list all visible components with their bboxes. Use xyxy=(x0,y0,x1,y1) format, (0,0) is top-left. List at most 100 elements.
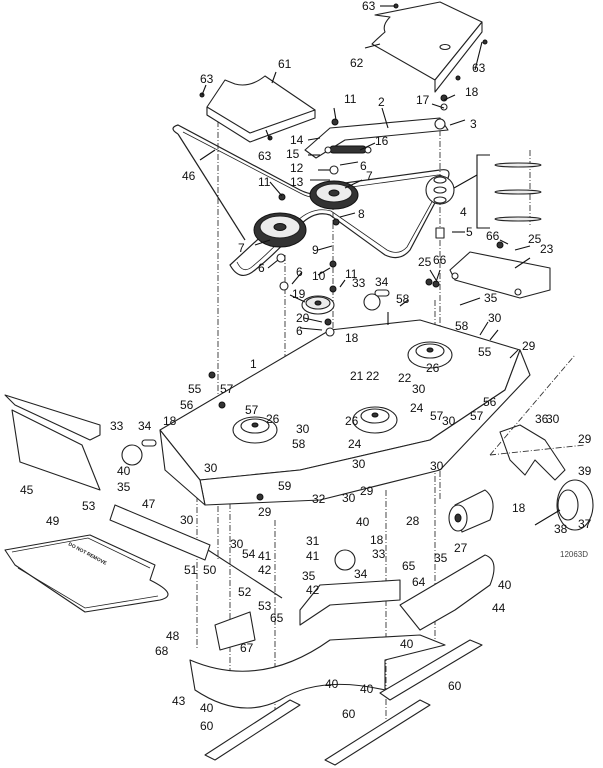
callout-22: 22 xyxy=(398,371,412,385)
callout-6: 6 xyxy=(296,265,303,279)
callout-21: 21 xyxy=(350,369,364,383)
callout-55: 55 xyxy=(188,382,202,396)
bracket-23 xyxy=(449,251,551,299)
callout-39: 39 xyxy=(578,464,592,478)
callout-32: 32 xyxy=(312,492,326,506)
discharge-chute-49: DO NOT REMOVE xyxy=(4,534,169,613)
callout-65: 65 xyxy=(270,611,284,625)
callout-11: 11 xyxy=(345,267,358,281)
callout-40: 40 xyxy=(400,637,414,651)
callout-25: 25 xyxy=(418,255,432,269)
callout-34: 34 xyxy=(375,275,389,289)
callout-30: 30 xyxy=(296,422,310,436)
callout-15: 15 xyxy=(286,147,300,161)
callout-37: 37 xyxy=(578,517,592,531)
leader-lines xyxy=(199,5,531,359)
callout-60: 60 xyxy=(448,679,462,693)
pulley-lower xyxy=(253,212,307,248)
callout-18: 18 xyxy=(163,414,177,428)
discharge-deflector-45 xyxy=(4,394,101,491)
callout-46: 46 xyxy=(182,169,196,183)
belt-cover-left xyxy=(206,75,316,143)
callout-56: 56 xyxy=(180,398,194,412)
callout-30: 30 xyxy=(430,459,444,473)
callout-56: 56 xyxy=(483,395,497,409)
idler-spring xyxy=(324,145,372,154)
callout-3: 3 xyxy=(470,117,477,131)
callout-42: 42 xyxy=(306,583,320,597)
pulley-upper xyxy=(309,180,359,210)
callout-24: 24 xyxy=(410,401,424,415)
callout-6: 6 xyxy=(360,159,367,173)
callout-50: 50 xyxy=(203,563,217,577)
spindle-stack xyxy=(425,154,542,239)
callout-27: 27 xyxy=(454,541,468,555)
callout-28: 28 xyxy=(406,514,420,528)
callout-35: 35 xyxy=(302,569,316,583)
callout-43: 43 xyxy=(172,694,186,708)
blade-left xyxy=(204,699,301,761)
roller-27 xyxy=(448,489,494,533)
callout-66: 66 xyxy=(433,253,447,267)
callout-7: 7 xyxy=(238,241,245,255)
callout-33: 33 xyxy=(110,419,124,433)
callout-61: 61 xyxy=(278,57,292,71)
callout-35: 35 xyxy=(434,551,448,565)
callout-22: 22 xyxy=(366,369,380,383)
callout-2: 2 xyxy=(378,95,385,109)
callout-40: 40 xyxy=(360,682,374,696)
callout-10: 10 xyxy=(312,269,326,283)
anti-scalp-assembly xyxy=(489,354,594,531)
blade-right xyxy=(379,639,483,701)
callout-18: 18 xyxy=(370,533,384,547)
callout-30: 30 xyxy=(488,311,502,325)
callout-64: 64 xyxy=(412,575,426,589)
callout-53: 53 xyxy=(258,599,272,613)
callout-33: 33 xyxy=(352,276,366,290)
hardware-fasteners xyxy=(121,3,504,571)
callout-59: 59 xyxy=(278,479,292,493)
callout-30: 30 xyxy=(230,537,244,551)
callout-40: 40 xyxy=(356,515,370,529)
callout-60: 60 xyxy=(342,707,356,721)
callout-63: 63 xyxy=(258,149,272,163)
callout-4: 4 xyxy=(460,205,467,219)
belt-cover-right xyxy=(371,1,483,93)
callout-26: 26 xyxy=(266,412,280,426)
callout-11: 11 xyxy=(258,175,271,189)
callout-30: 30 xyxy=(546,412,560,426)
callout-29: 29 xyxy=(258,505,272,519)
callout-67: 67 xyxy=(240,641,254,655)
callout-6: 6 xyxy=(296,324,303,338)
callout-13: 13 xyxy=(290,175,304,189)
callout-18: 18 xyxy=(512,501,526,515)
callout-18: 18 xyxy=(345,331,359,345)
callout-52: 52 xyxy=(238,585,252,599)
callout-29: 29 xyxy=(360,484,374,498)
callout-18: 18 xyxy=(465,85,479,99)
callout-8: 8 xyxy=(358,207,365,221)
callout-58: 58 xyxy=(455,319,469,333)
deck-spindle-center xyxy=(352,406,398,434)
deck-spindle-left xyxy=(232,416,278,444)
callout-30: 30 xyxy=(342,491,356,505)
callout-9: 9 xyxy=(312,243,319,257)
callout-57: 57 xyxy=(430,409,444,423)
callout-51: 51 xyxy=(184,563,198,577)
callout-41: 41 xyxy=(306,549,320,563)
reference-number: 12063D xyxy=(560,550,588,559)
baffle-44 xyxy=(399,554,495,631)
callout-35: 35 xyxy=(117,480,131,494)
callout-12: 12 xyxy=(290,161,304,175)
blade-center xyxy=(324,699,431,766)
callout-38: 38 xyxy=(554,522,568,536)
callout-14: 14 xyxy=(290,133,304,147)
callout-34: 34 xyxy=(354,567,368,581)
callout-63: 63 xyxy=(472,61,486,75)
callout-23: 23 xyxy=(540,242,554,256)
callout-6: 6 xyxy=(258,261,265,275)
callout-44: 44 xyxy=(492,601,506,615)
callout-65: 65 xyxy=(402,559,416,573)
lower-bracket-64 xyxy=(299,579,401,626)
callout-49: 49 xyxy=(46,514,60,528)
